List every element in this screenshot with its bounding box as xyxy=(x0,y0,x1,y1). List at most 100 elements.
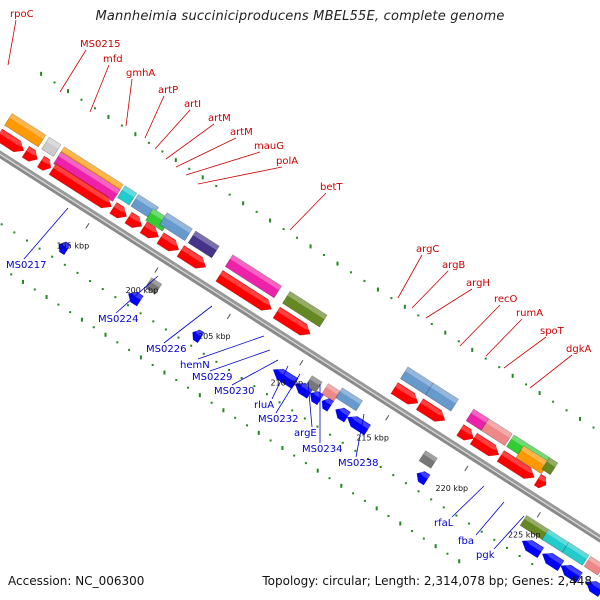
gc-dot xyxy=(417,314,420,317)
gene-label-ms0234: MS0234 xyxy=(302,444,342,455)
tick-mark xyxy=(299,359,304,366)
gc-dot xyxy=(104,332,107,337)
gc-dot xyxy=(175,379,178,382)
gc-dot xyxy=(126,304,129,307)
leader-line xyxy=(59,49,87,93)
gc-dot xyxy=(296,236,299,239)
gene-label-gmha: gmhA xyxy=(126,68,155,79)
leader-line xyxy=(271,365,289,400)
gc-dot xyxy=(442,506,445,509)
gc-dot xyxy=(525,383,528,386)
cog-block xyxy=(561,541,590,566)
gc-dot xyxy=(120,124,123,127)
gc-dot xyxy=(215,360,218,363)
backbone-line xyxy=(0,150,600,539)
reverse-cds-arrow xyxy=(521,538,545,559)
cog-block xyxy=(418,450,438,469)
gc-dot xyxy=(188,167,191,170)
forward-cds-arrow xyxy=(390,382,420,405)
gc-dot xyxy=(278,401,281,404)
gc-dot xyxy=(592,426,595,429)
forward-cds-arrow xyxy=(36,155,53,171)
gc-dot xyxy=(399,521,402,526)
gc-dot xyxy=(255,210,258,213)
gene-label-ms0226: MS0226 xyxy=(146,344,186,355)
gc-dot xyxy=(446,552,449,555)
leader-line xyxy=(307,381,313,428)
leader-line xyxy=(125,78,133,127)
gc-dot xyxy=(147,141,150,144)
gc-dot xyxy=(21,279,24,284)
gc-dot xyxy=(38,247,41,250)
forward-cds-arrow xyxy=(156,232,181,252)
gc-dot xyxy=(190,344,193,347)
gene-label-artm: artM xyxy=(230,127,253,138)
gene-label-ms0217: MS0217 xyxy=(6,260,46,271)
leader-line xyxy=(7,19,17,66)
gene-label-reco: recO xyxy=(494,294,518,305)
gc-dot xyxy=(538,391,541,396)
forward-cds-arrow xyxy=(533,473,548,489)
gene-label-spot: spoT xyxy=(540,326,565,337)
gc-dot xyxy=(164,328,167,331)
reverse-cds-arrow xyxy=(58,241,71,256)
gc-dot xyxy=(293,454,296,457)
gene-label-argb: argB xyxy=(442,260,465,271)
gc-dot xyxy=(222,408,225,413)
leader-line xyxy=(23,207,69,260)
gc-dot xyxy=(480,530,483,533)
cog-block xyxy=(335,387,363,412)
gc-dot xyxy=(240,377,243,380)
leader-line xyxy=(185,151,261,176)
tick-label: 205 kbp xyxy=(198,332,231,341)
gc-dot xyxy=(269,439,272,442)
gc-dot xyxy=(354,449,357,452)
gene-label-rfal: rfaL xyxy=(434,518,454,529)
gene-label-artp: artP xyxy=(158,85,178,96)
gc-dot xyxy=(201,175,204,180)
gc-dot xyxy=(379,466,382,469)
backbone-line xyxy=(0,154,600,543)
gc-dot xyxy=(340,483,343,488)
gc-dot xyxy=(579,416,582,421)
reverse-cds-arrow xyxy=(560,562,584,584)
leader-line xyxy=(493,515,525,550)
gene-label-hemn: hemN xyxy=(180,360,210,371)
gc-dot xyxy=(33,288,36,291)
gc-dot xyxy=(13,231,16,234)
gc-dot xyxy=(484,357,487,360)
gene-label-rpoc: rpoC xyxy=(10,9,34,20)
gene-label-mfd: mfd xyxy=(103,54,123,65)
forward-cds-arrow xyxy=(215,269,274,311)
gene-label-ms0232: MS0232 xyxy=(258,414,298,425)
gc-dot xyxy=(329,433,332,436)
gc-dot xyxy=(187,386,190,389)
backbone-line xyxy=(0,153,600,540)
gc-dot xyxy=(80,317,83,322)
gc-dot xyxy=(139,355,142,360)
gc-dot xyxy=(336,261,339,266)
gc-dot xyxy=(67,89,70,94)
gc-dot xyxy=(375,506,378,511)
forward-cds-arrow xyxy=(139,221,161,239)
gc-dot xyxy=(128,348,131,351)
gc-dot xyxy=(552,400,555,403)
cog-block xyxy=(144,277,163,295)
leader-line xyxy=(275,373,301,414)
gc-dot xyxy=(134,132,137,137)
gc-dot xyxy=(387,514,390,517)
gc-dot xyxy=(152,320,155,323)
feature-tracks xyxy=(0,113,600,598)
leader-line xyxy=(144,95,165,139)
gene-label-ruma: rumA xyxy=(516,308,543,319)
reverse-cds-arrow xyxy=(416,470,431,486)
gc-dot xyxy=(116,341,119,344)
gc-dot xyxy=(0,223,3,226)
gc-dot xyxy=(107,114,110,119)
gc-dot xyxy=(228,368,231,371)
gene-label-dgka: dgkA xyxy=(566,344,591,355)
gc-dot xyxy=(228,193,231,196)
gc-dot xyxy=(53,81,56,84)
leader-line xyxy=(459,304,501,347)
